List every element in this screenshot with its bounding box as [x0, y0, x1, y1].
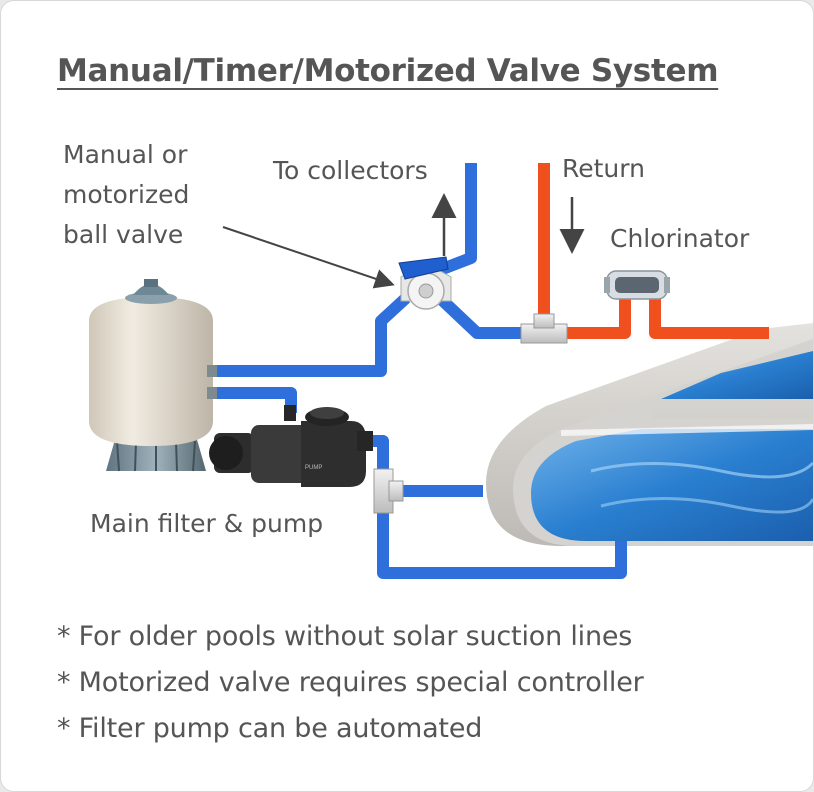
note-filter-pump: * Filter pump can be automated: [57, 713, 483, 744]
return-label: Return: [562, 154, 645, 183]
tee-fitting-return: [520, 313, 568, 344]
note-motorized-valve: * Motorized valve requires special contr…: [57, 667, 644, 698]
collectors-label: To collectors: [273, 156, 428, 185]
tee-fitting-suction: [373, 468, 404, 514]
valve-label: Manual or motorized ball valve: [63, 135, 189, 255]
page-title: Manual/Timer/Motorized Valve System: [57, 53, 719, 89]
valve-label-line-1: Manual or: [63, 140, 188, 169]
ball-valve-icon: [398, 256, 452, 310]
valve-label-line-2: motorized: [63, 180, 190, 209]
pump-icon: PUMP: [209, 405, 373, 487]
chlorinator-icon: [604, 270, 670, 300]
svg-text:PUMP: PUMP: [305, 465, 322, 471]
return-pipes: [538, 163, 769, 339]
pool-icon: [486, 323, 813, 546]
valve-pointer-arrow-icon: [222, 226, 395, 289]
chlorinator-label: Chlorinator: [610, 224, 750, 253]
valve-label-line-3: ball valve: [63, 220, 184, 249]
note-older-pools: * For older pools without solar suction …: [57, 621, 633, 652]
filter-pump-label: Main filter & pump: [90, 509, 324, 538]
sand-filter-icon: [89, 279, 217, 472]
